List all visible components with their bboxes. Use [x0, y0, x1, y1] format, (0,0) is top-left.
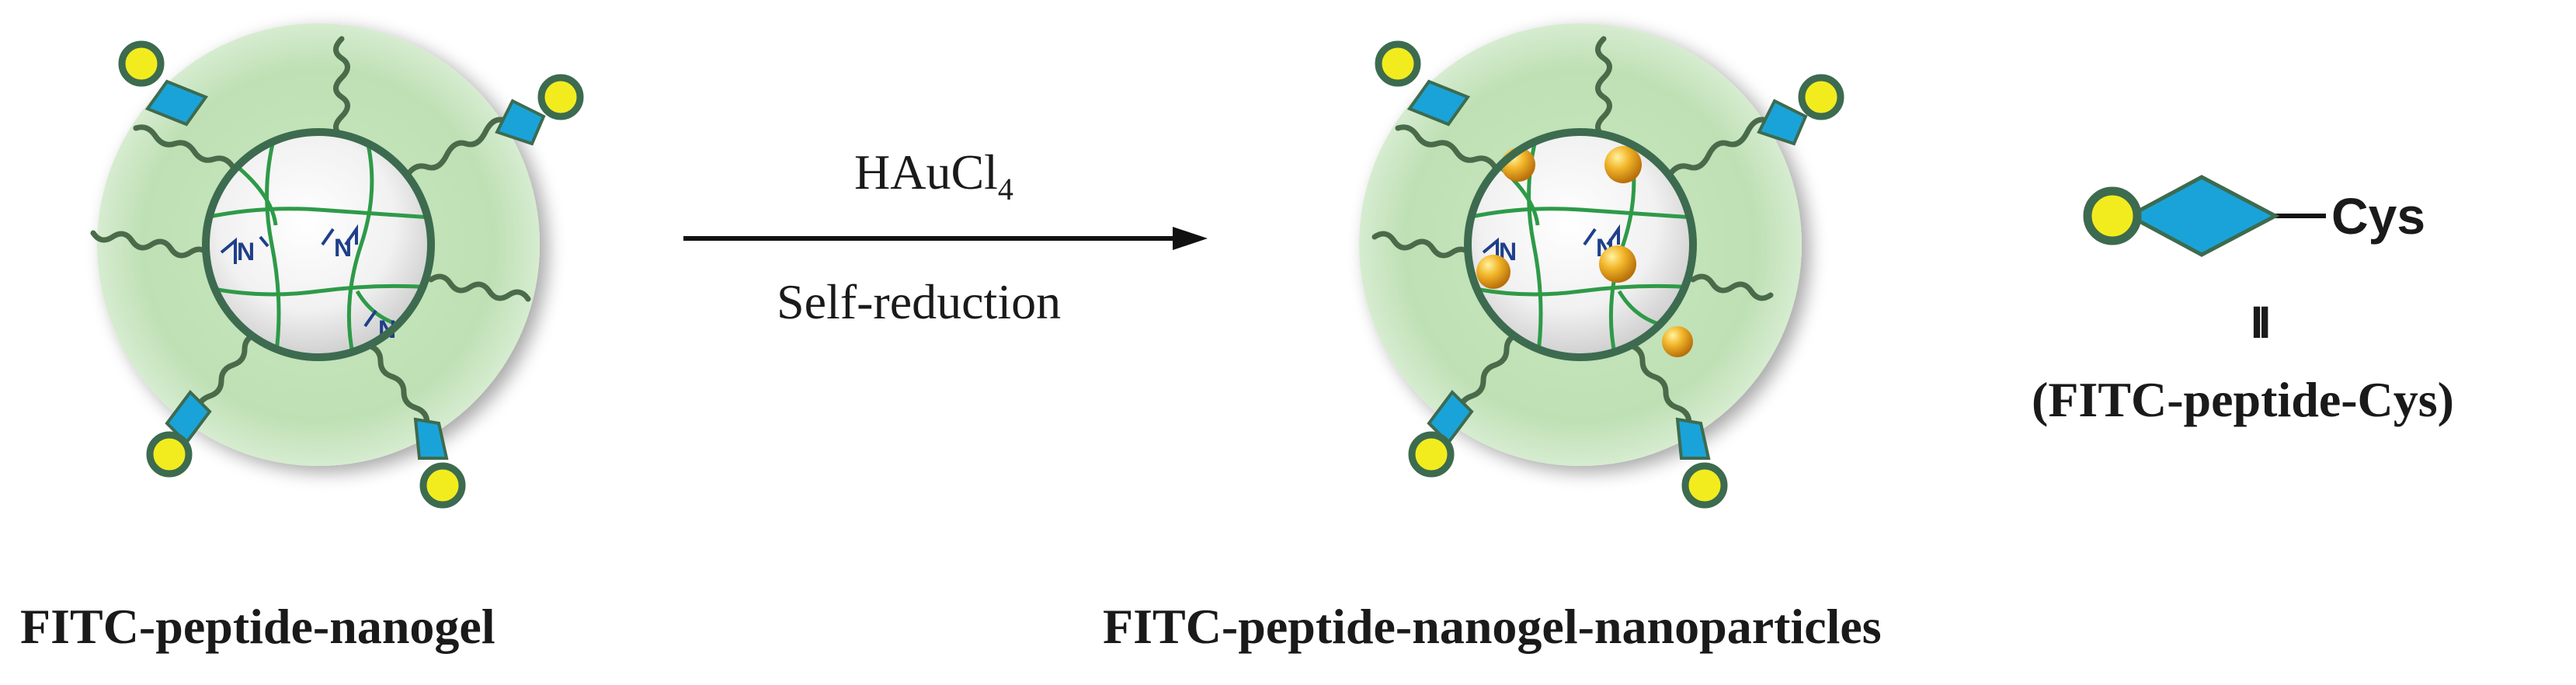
fitc-peptide-group-top-left	[1375, 40, 1471, 127]
fitc-peptide-group-top-right	[495, 74, 584, 146]
nanogel-left-label: FITC-peptide-nanogel	[20, 599, 495, 654]
fitc-circle	[146, 431, 193, 478]
nanogel-core-border	[202, 128, 435, 361]
gold-nanoparticle	[1604, 146, 1642, 183]
fitc-circle	[118, 40, 165, 87]
reaction-arrow	[683, 227, 1208, 250]
peptide-diamond	[1757, 99, 1808, 146]
reagent-formula: HAuCl	[854, 144, 998, 200]
linker-top	[333, 36, 350, 139]
fitc-peptide-group-top-left	[118, 40, 209, 127]
fitc-peptide-group-bottom-right	[413, 417, 466, 509]
gold-nanoparticle	[1662, 326, 1693, 357]
nanogel-core	[1468, 132, 1693, 357]
nanogel-core	[206, 132, 431, 357]
condition-label: Self-reduction	[777, 274, 1062, 329]
fitc-peptide-group-bottom-left	[146, 389, 212, 478]
reagent-label: HAuCl4	[854, 144, 1013, 207]
fitc-peptide-group-bottom-left	[1408, 389, 1474, 478]
peptide-diamond	[1675, 417, 1711, 460]
peptide-diamond	[144, 79, 209, 127]
linker-chains	[1371, 36, 1774, 426]
fitc-circle	[1408, 431, 1455, 478]
linker-right	[428, 273, 531, 302]
peptide-diamond	[413, 417, 449, 460]
fitc-circle	[537, 74, 584, 120]
linker-top-right	[405, 116, 508, 178]
arrow-head-icon	[1173, 227, 1208, 250]
legend-peptide-diamond	[2125, 175, 2280, 257]
gold-nanoparticle	[1599, 245, 1636, 283]
nanogel-right-label: FITC-peptide-nanogel-nanoparticles	[1103, 599, 1882, 654]
linker-top-left	[133, 124, 236, 170]
fitc-circle	[1798, 74, 1844, 120]
fitc-peptide-group-top-right	[1757, 74, 1844, 146]
crosslink-mesh	[206, 132, 431, 357]
linker-bottom-right	[366, 342, 430, 426]
linker-chains	[90, 36, 531, 426]
fitc-circle	[1681, 462, 1728, 509]
legend-name: (FITC-peptide-Cys)	[2032, 372, 2454, 427]
fitc-circle	[1375, 40, 1421, 87]
reagent-subscript: 4	[997, 171, 1013, 207]
nanogel-right: N N	[1359, 23, 1844, 509]
legend-cys-label: Cys	[2331, 187, 2426, 245]
legend-fitc-peptide-cys-symbol	[2083, 175, 2326, 257]
legend-symbol-label: II	[2251, 297, 2271, 348]
linker-bottom-left	[195, 331, 259, 415]
gold-nanoparticle	[1476, 255, 1510, 289]
peptide-diamond	[495, 99, 546, 146]
amine-n-1: N	[237, 238, 255, 266]
nanogel-core-border	[1464, 128, 1697, 361]
gold-nanoparticles	[1476, 146, 1693, 357]
linker-left	[90, 230, 213, 259]
fitc-peptide-group-bottom-right	[1675, 417, 1728, 509]
legend-fitc-circle	[2083, 186, 2142, 245]
nanogel-left: N N N	[90, 23, 584, 509]
fitc-circle	[419, 462, 466, 509]
amine-n-2: N	[334, 234, 352, 262]
peptide-diamond	[1406, 79, 1471, 127]
